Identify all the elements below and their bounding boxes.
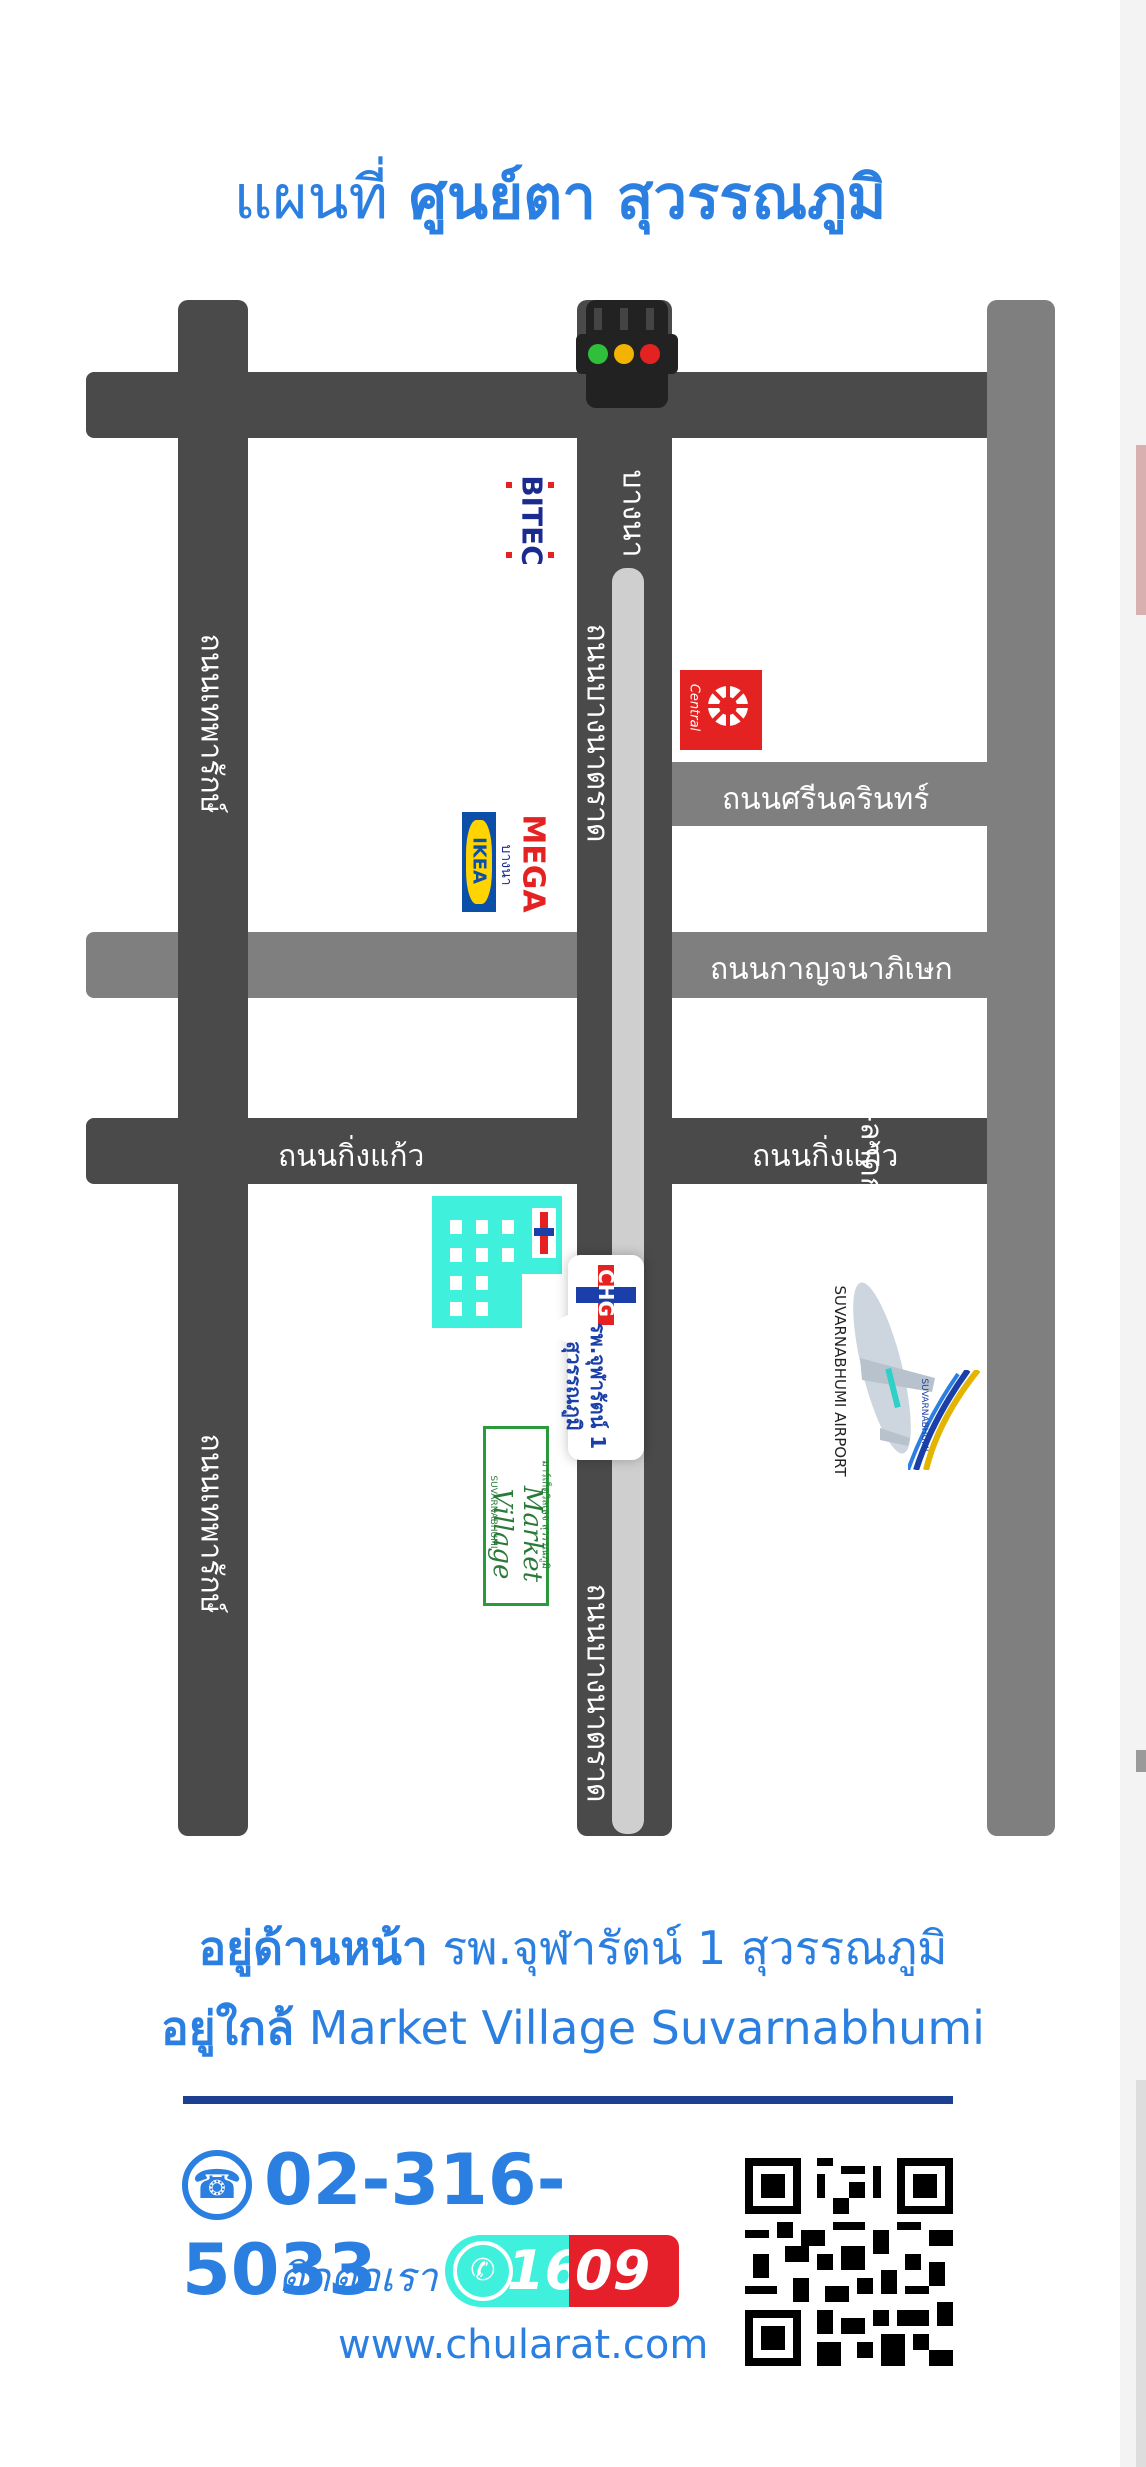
- bitec-dot: [506, 482, 512, 488]
- ikea-oval: [466, 820, 492, 904]
- info-line-2: อยู่ใกล้ Market Village Suvarnabhumi: [0, 1992, 1146, 2065]
- road-label-kingkaew-left: ถนนกิ่งแก้ว: [278, 1139, 425, 1174]
- central-label: Central: [686, 683, 702, 732]
- divider: [183, 2096, 953, 2104]
- website-link[interactable]: www.chularat.com: [338, 2322, 709, 2368]
- chg-cross-icon: [576, 1265, 636, 1325]
- ikea-logo: IKEA: [462, 812, 496, 912]
- road-label-kanchanaphisek: ถนนกาญจนาภิเษก: [710, 952, 953, 987]
- hotline-left: ✆ 16: [445, 2235, 582, 2307]
- phone-number-link[interactable]: ☎02-316-5033: [182, 2135, 702, 2311]
- side-marker: [1136, 445, 1146, 615]
- info-line-1: อยู่ด้านหน้า รพ.จุฬารัตน์ 1 สุวรรณภูมิ: [0, 1912, 1146, 1985]
- hotline-right: 09: [569, 2235, 679, 2307]
- bitec-label: BITEC: [515, 475, 549, 566]
- side-marker: [1136, 2080, 1146, 2467]
- qr-code: [745, 2158, 953, 2366]
- bitec-dot: [548, 482, 554, 488]
- bitec-dot: [548, 552, 554, 558]
- traffic-light-icon: [576, 300, 678, 408]
- central-logo: Central: [680, 670, 762, 750]
- bitec-logo: BITEC: [490, 470, 570, 570]
- side-strip: [1120, 0, 1146, 2467]
- mega-logo: MEGA: [515, 810, 554, 920]
- bitec-dot: [506, 552, 512, 558]
- hospital-building-icon: [432, 1196, 562, 1328]
- side-marker: [1136, 1750, 1146, 1772]
- ikea-label: IKEA: [468, 837, 490, 884]
- hospital-callout[interactable]: CHG รพ.จุฬารัตน์ 1 สุวรรณภูมิ: [538, 1255, 644, 1460]
- mega-sub: บางนา: [496, 810, 516, 920]
- info-line-1-rest: รพ.จุฬารัตน์ 1 สุวรรณภูมิ: [442, 1921, 948, 1975]
- hospital-branch: สุวรรณภูมิ: [562, 1341, 586, 1431]
- info-line-2-bold: อยู่ใกล้: [161, 2001, 295, 2055]
- info-line-1-bold: อยู่ด้านหน้า: [198, 1921, 428, 1975]
- suvarnabhumi-logo: SUVARNABHUMI: [906, 1368, 986, 1471]
- airport-label: SUVARNABHUMI AIRPORT: [831, 1285, 849, 1477]
- motorway-road: [987, 300, 1055, 1836]
- market-village-logo: Market Village มาร์เก็ตวิลเลจ สุวรรณภูมิ…: [483, 1426, 551, 1606]
- road-label-bangna-trad-lower: ถนนบางนาตราด: [579, 1583, 615, 1803]
- phone-icon: ☎: [182, 2149, 252, 2220]
- road-label-srinakarin: ถนนศรีนครินทร์: [722, 782, 930, 817]
- suvarnabhumi-logo-text: SUVARNABHUMI: [919, 1378, 929, 1452]
- road-label-bangna-trad-upper: ถนนบางนาตราด: [579, 623, 615, 843]
- title-prefix: แผนที่: [233, 163, 389, 233]
- phone-number: 02-316-5033: [182, 2139, 566, 2311]
- title-main: ศูนย์ตา สุวรรณภูมิ: [408, 163, 887, 233]
- market-village-sub: SUVARNABHUMI: [488, 1475, 498, 1549]
- road-label-bangna: บางนา: [615, 469, 651, 558]
- contact-label: ติดต่อเรา: [278, 2255, 438, 2301]
- hotline-part-b: 09: [575, 2239, 651, 2302]
- airplane-icon: [840, 1268, 950, 1468]
- road-label-theparak-upper: ถนนเทพารักษ์: [193, 633, 229, 814]
- srinakarin-road: [672, 762, 994, 826]
- market-village-thai: มาร์เก็ตวิลเลจ สุวรรณภูมิ: [539, 1460, 551, 1569]
- mega-label: MEGA: [515, 814, 551, 913]
- mega-sub-label: บางนา: [498, 844, 514, 886]
- road-label-kingkaew-right: ถนนกิ่งแก้ว: [752, 1139, 899, 1174]
- hotline-phone-icon: ✆: [453, 2241, 513, 2301]
- road-label-theparak-lower: ถนนเทพารักษ์: [193, 1433, 229, 1614]
- theparak-road: [178, 300, 248, 1836]
- page-title: แผนที่ ศูนย์ตา สุวรรณภูมิ: [0, 150, 1120, 245]
- callout-pointer: [538, 1315, 568, 1343]
- bangna-trad-median: [612, 568, 644, 1834]
- info-line-2-rest: Market Village Suvarnabhumi: [308, 2001, 985, 2055]
